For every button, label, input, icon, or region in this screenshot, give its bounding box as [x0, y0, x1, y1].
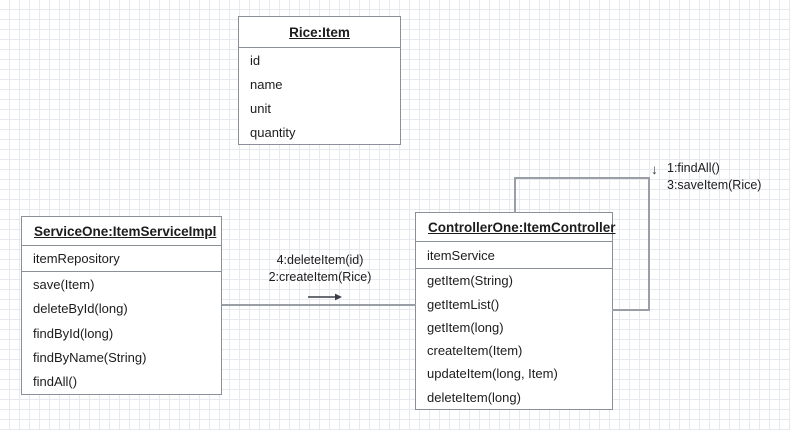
message-line-2: 3:saveItem(Rice)	[667, 178, 762, 192]
arrow-right-icon	[308, 293, 342, 301]
class-title-controller-one: ControllerOne:ItemController	[416, 213, 616, 242]
attribute-row: name	[250, 76, 283, 92]
self-link-segment-right	[648, 177, 650, 311]
attribute-row: quantity	[250, 124, 296, 140]
message-line-2: 2:createItem(Rice)	[268, 270, 372, 284]
arrow-down-icon: ↓	[651, 161, 658, 177]
message-label-controller-to-service: 4:deleteItem(id) 2:createItem(Rice)	[250, 252, 390, 286]
attribute-row: unit	[250, 100, 271, 116]
operation-row: save(Item)	[33, 276, 95, 292]
operation-row: findByName(String)	[33, 349, 147, 365]
message-label-controller-self-loop: 1:findAll() 3:saveItem(Rice)	[667, 160, 761, 194]
attribute-row: itemRepository	[33, 251, 120, 266]
class-title-service-one: ServiceOne:ItemServiceImpl	[22, 217, 221, 246]
operation-row: getItemList()	[427, 296, 500, 312]
operations-compartment-service-one: save(Item) deleteById(long) findById(lon…	[22, 272, 221, 394]
operations-compartment-controller-one: getItem(String) getItemList() getItem(lo…	[416, 269, 612, 409]
class-box-service-one[interactable]: ServiceOne:ItemServiceImpl itemRepositor…	[21, 216, 222, 395]
operation-row: getItem(long)	[427, 319, 504, 335]
operation-row: findById(long)	[33, 325, 114, 341]
class-box-rice-item[interactable]: Rice:Item id name unit quantity	[238, 16, 401, 145]
message-line-1: 1:findAll()	[667, 161, 720, 175]
attributes-compartment-rice-item: id name unit quantity	[239, 48, 400, 144]
attribute-row: id	[250, 52, 261, 68]
self-link-segment-up	[514, 177, 516, 213]
operation-row: getItem(String)	[427, 273, 513, 289]
link-service-controller	[222, 304, 416, 306]
operation-row: deleteItem(long)	[427, 389, 521, 405]
operation-row: findAll()	[33, 374, 78, 390]
attributes-compartment-controller-one: itemService	[416, 242, 612, 269]
attributes-compartment-service-one: itemRepository	[22, 246, 221, 272]
operation-row: updateItem(long, Item)	[427, 366, 558, 382]
class-title-rice-item: Rice:Item	[239, 17, 400, 48]
self-link-segment-top	[514, 177, 650, 179]
message-line-1: 4:deleteItem(id)	[276, 253, 364, 267]
operation-row: createItem(Item)	[427, 343, 523, 359]
attribute-row: itemService	[427, 247, 495, 263]
class-box-controller-one[interactable]: ControllerOne:ItemController itemService…	[415, 212, 616, 410]
self-link-segment-bottom	[612, 309, 650, 311]
operation-row: deleteById(long)	[33, 301, 128, 317]
